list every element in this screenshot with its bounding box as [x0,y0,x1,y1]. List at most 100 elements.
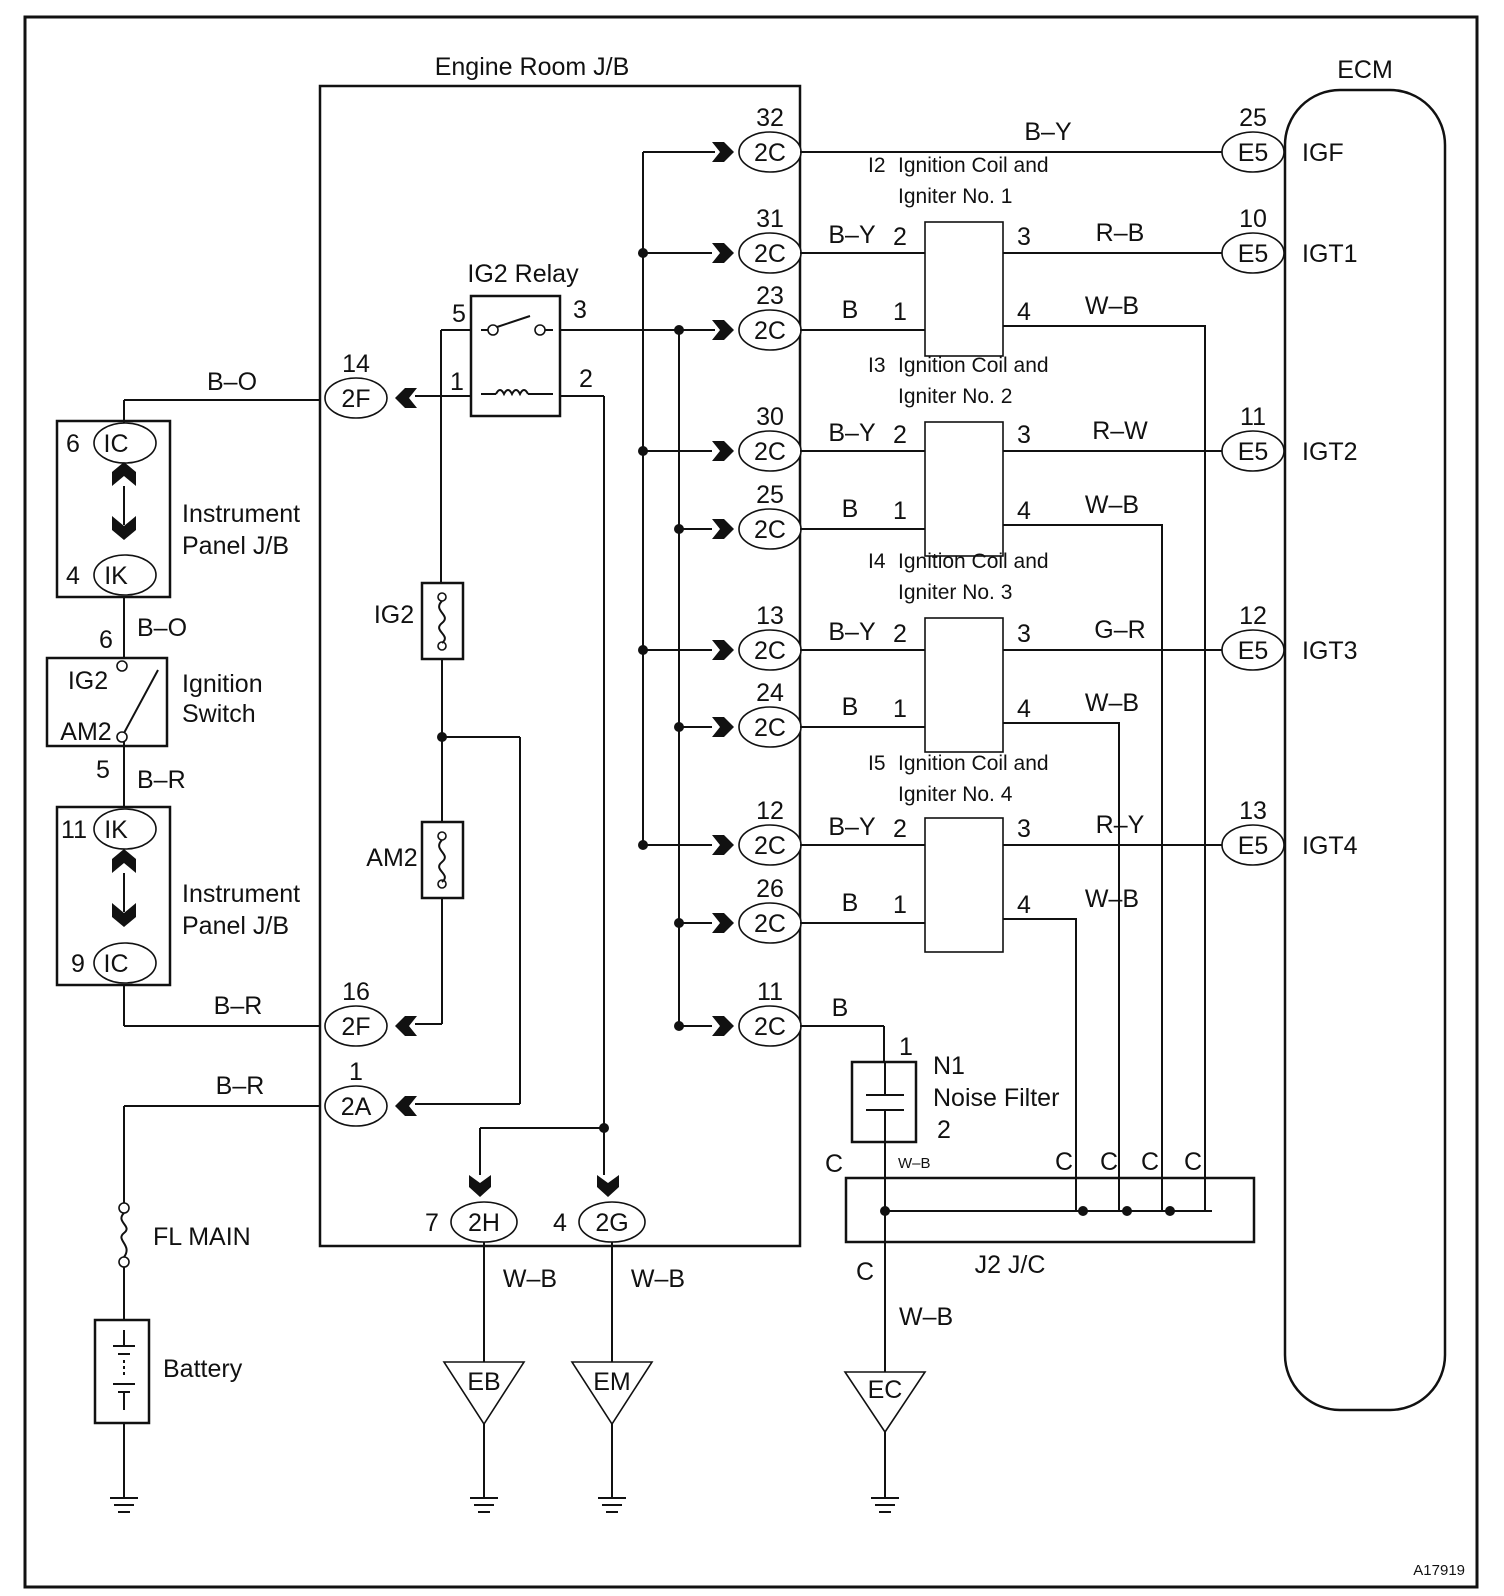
jc-pin-c: C [1141,1148,1159,1176]
wire-label: W–B [898,1155,931,1172]
fuse-am2: AM2 [366,820,465,900]
coil-pin-1: 1 [893,497,907,525]
connector-code: 2C [754,637,786,665]
wire-label: W–B [1085,491,1139,519]
connector-arrow-icon [395,1016,417,1036]
connector-code: E5 [1238,637,1269,665]
junction-dot [638,645,648,655]
coil-id: I5 [868,752,886,775]
wire-label: B–R [137,766,186,794]
pin-number: 30 [756,403,784,431]
coil-label-2: Igniter No. 3 [898,581,1012,604]
connector-code: E5 [1238,139,1269,167]
diagram-frame [23,15,1479,1589]
pin-number: 25 [1239,104,1267,132]
battery: Battery [93,1318,243,1425]
connector-arrow-icon [712,142,734,162]
connector-arrow-icon [712,441,734,461]
connector-arrow-icon [395,388,417,408]
ip-jb-label-1: Instrument [182,880,300,908]
connector-code: IC [104,950,129,978]
ig2-relay: IG2 Relay 5 3 1 2 [450,260,593,418]
coil-pin-1: 1 [893,891,907,919]
noise-filter-pin-1: 1 [899,1033,913,1061]
ign-switch-label-2: Switch [182,700,256,728]
pin-number: 32 [756,104,784,132]
coil-label-1: Ignition Coil and [898,550,1049,573]
coil-pin-4: 4 [1017,891,1031,919]
wire-label: R–Y [1096,811,1145,839]
pin-number: 24 [756,679,784,707]
pin-number: 23 [756,282,784,310]
pin-number: 11 [757,978,783,1006]
noise-filter-n1: B 1 2 N1 Noise Filter W–B [800,994,1059,1172]
fuse-am2-label: AM2 [366,844,417,872]
junction-dot [638,446,648,456]
connector-code: 2C [754,240,786,268]
jc-pin-c: C [856,1258,874,1286]
connector-ik-4 [93,554,157,596]
wire-label: W–B [1085,292,1139,320]
ign-switch-pin-5: 5 [96,756,110,784]
connector-code: 2C [754,714,786,742]
wire-label: B [842,693,859,721]
fuse-ig2-label: IG2 [374,601,414,629]
wire-label: W–B [1085,689,1139,717]
noise-filter-id: N1 [933,1052,965,1080]
ign-switch-pin-6: 6 [99,626,113,654]
connector-code: IC [104,430,129,458]
ecm-signal-label: IGT3 [1302,637,1358,665]
ecm-frame [1283,88,1447,1412]
ground-symbol-icon [110,1497,138,1513]
wire-label: B–Y [828,221,876,249]
ip-jb-label-1: Instrument [182,500,300,528]
wire-label: B–O [137,614,187,642]
ground-label: EM [593,1368,631,1396]
junction-arrow-up-icon [112,462,136,486]
connector-code: E5 [1238,240,1269,268]
coil-id: I2 [868,154,886,177]
instrument-panel-jb-top: IC 6 IK 4 Instrument Panel J/B [55,419,300,599]
connector-code: 2C [754,832,786,860]
coil-label-2: Igniter No. 4 [898,783,1013,806]
pin-number: 6 [66,430,80,458]
coil-label-2: Igniter No. 1 [898,185,1012,208]
junction-arrow-down-icon [112,516,136,540]
pin-number: 11 [61,816,87,844]
junction-dot [674,1021,684,1031]
ground-point-ec: EC [843,1371,927,1513]
pin-number: 13 [756,602,784,630]
wire-label: W–B [899,1303,953,1331]
coil-pin-2: 2 [893,223,907,251]
wire-label: B–O [207,368,257,396]
wire-label: G–R [1094,616,1145,644]
connector-arrow-icon [712,320,734,340]
ground-symbol-icon [598,1497,626,1513]
jc-pin-c: C [1055,1148,1073,1176]
wire-label: B [842,495,859,523]
junction-connector-j2: J2 J/C C C C C C C W–B [825,1142,1256,1372]
connector-code: 2C [754,317,786,345]
ig2-relay-label: IG2 Relay [467,260,579,288]
fuse-ig2: IG2 [374,581,465,661]
ip-jb-label-2: Panel J/B [182,912,289,940]
coil-pin-3: 3 [1017,815,1031,843]
pin-number: 25 [756,481,784,509]
ecm-signal-label: IGT4 [1302,832,1358,860]
connector-code: 2F [341,1013,370,1041]
connector-arrow-icon [712,835,734,855]
connector-c2a-1: 2A1 [324,1058,417,1127]
connector-arrow-icon [712,519,734,539]
pin-number: 4 [66,562,80,590]
connector-arrow-icon [712,1016,734,1036]
engine-room-jb-label: Engine Room J/B [435,53,630,81]
wire-label: B–R [214,992,263,1020]
